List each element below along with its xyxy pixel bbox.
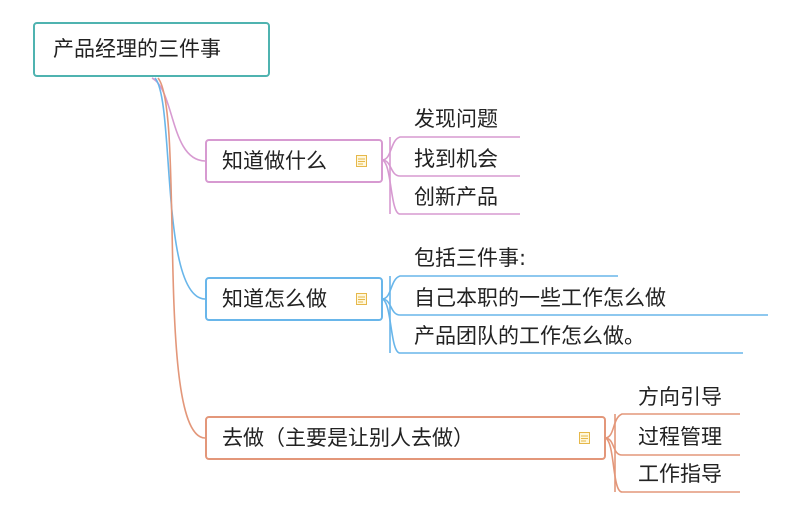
connector-b3 <box>604 413 740 439</box>
root-topic-label: 产品经理的三件事 <box>53 37 221 61</box>
branch-topic-1[interactable]: 知道做什么 <box>205 139 383 183</box>
branch-topic-2-label: 知道怎么做 <box>222 286 327 311</box>
note-icon[interactable] <box>579 432 590 444</box>
leaf-2-3[interactable]: 产品团队的工作怎么做。 <box>414 324 645 348</box>
branch-topic-2[interactable]: 知道怎么做 <box>205 277 383 321</box>
leaf-3-1[interactable]: 方向引导 <box>638 385 722 409</box>
branch-topic-3-label: 去做（主要是让别人去做） <box>222 425 474 450</box>
root-topic[interactable]: 产品经理的三件事 <box>33 22 270 77</box>
branch-topic-3[interactable]: 去做（主要是让别人去做） <box>205 416 606 460</box>
leaf-3-2[interactable]: 过程管理 <box>638 425 722 449</box>
leaf-1-2[interactable]: 找到机会 <box>414 147 498 171</box>
note-icon[interactable] <box>356 155 367 167</box>
note-icon[interactable] <box>356 293 367 305</box>
connector-b1 <box>381 136 520 161</box>
connector-root-branch-3 <box>157 77 206 439</box>
connector-root-branch-2 <box>154 77 206 300</box>
connector-b2 <box>381 275 618 300</box>
leaf-2-1[interactable]: 包括三件事: <box>414 246 527 270</box>
leaf-1-1[interactable]: 发现问题 <box>414 107 498 131</box>
leaf-2-2[interactable]: 自己本职的一些工作怎么做 <box>414 286 666 310</box>
branch-topic-1-label: 知道做什么 <box>222 148 327 173</box>
leaf-1-3[interactable]: 创新产品 <box>414 185 498 209</box>
leaf-3-3[interactable]: 工作指导 <box>638 462 722 486</box>
